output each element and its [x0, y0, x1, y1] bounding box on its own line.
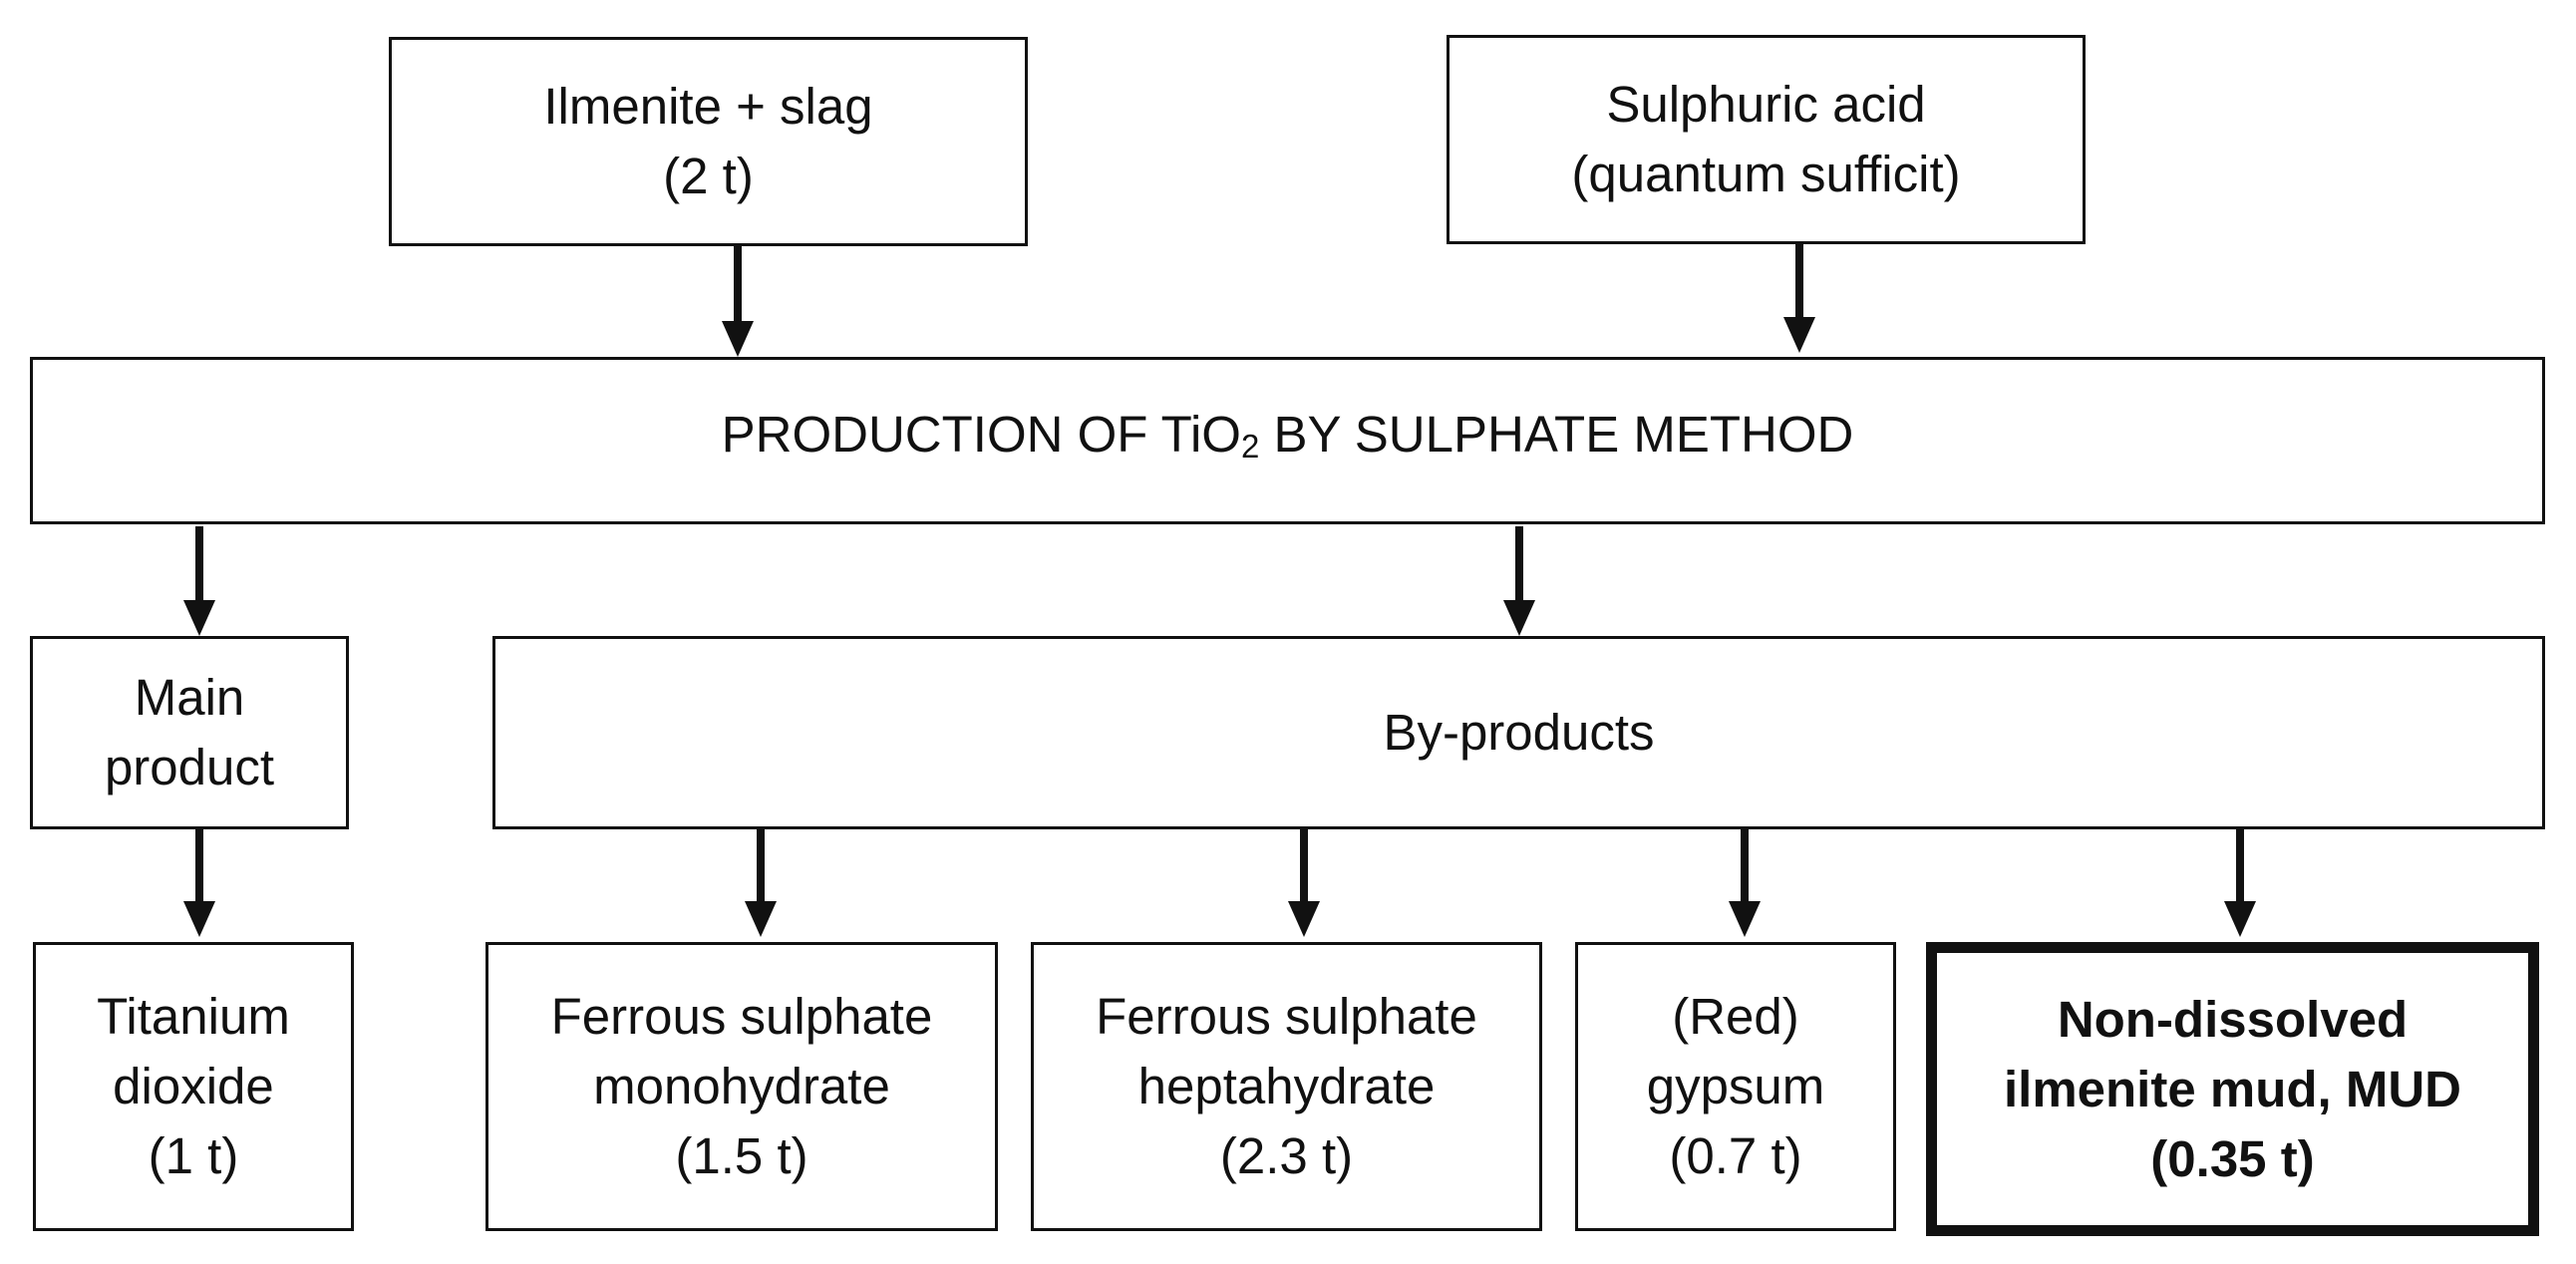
input-acid-quantity: (quantum sufficit) [1571, 146, 1961, 202]
output-gypsum-box: (Red) gypsum (0.7 t) [1575, 942, 1896, 1231]
output-heptahydrate-line1: Ferrous sulphate [1096, 988, 1477, 1045]
output-mud-box: Non-dissolved ilmenite mud, MUD (0.35 t) [1926, 942, 2539, 1236]
arrowhead-ore-to-process [722, 321, 754, 357]
arrowhead-process-to-byproducts [1503, 600, 1535, 636]
input-ore-quantity: (2 t) [663, 148, 754, 204]
output-monohydrate-box: Ferrous sulphate monohydrate (1.5 t) [485, 942, 998, 1231]
output-gypsum-line2: gypsum [1646, 1058, 1825, 1114]
process-title-suffix: BY SULPHATE METHOD [1259, 406, 1854, 463]
process-title: PRODUCTION OF TiO2 BY SULPHATE METHOD [722, 400, 1854, 481]
arrowhead-to-heptahydrate [1288, 901, 1320, 937]
process-title-subscript: 2 [1240, 428, 1260, 465]
arrowhead-to-monohydrate [745, 901, 777, 937]
byproducts-box: By-products [492, 636, 2545, 829]
output-gypsum-quantity: (0.7 t) [1669, 1127, 1802, 1184]
input-ore-name: Ilmenite + slag [543, 78, 873, 135]
output-mud-line1: Non-dissolved [2057, 990, 2409, 1048]
input-ilmenite-slag-box: Ilmenite + slag (2 t) [389, 37, 1028, 246]
arrowhead-to-gypsum [1729, 901, 1761, 937]
output-tio2-quantity: (1 t) [148, 1127, 239, 1184]
process-title-prefix: PRODUCTION OF TiO [721, 406, 1241, 463]
input-acid-name: Sulphuric acid [1606, 76, 1926, 133]
output-tio2-line2: dioxide [113, 1058, 274, 1114]
output-mud-line2: ilmenite mud, MUD [2003, 1060, 2462, 1117]
output-heptahydrate-box: Ferrous sulphate heptahydrate (2.3 t) [1031, 942, 1542, 1231]
output-monohydrate-line2: monohydrate [593, 1058, 890, 1114]
arrowhead-main-to-tio2 [183, 901, 215, 937]
output-tio2-line1: Titanium [97, 988, 290, 1045]
main-product-label-2: product [104, 739, 275, 795]
process-box: PRODUCTION OF TiO2 BY SULPHATE METHOD [30, 357, 2545, 524]
output-monohydrate-quantity: (1.5 t) [675, 1127, 808, 1184]
output-titanium-dioxide-box: Titanium dioxide (1 t) [33, 942, 354, 1231]
byproducts-label: By-products [1383, 704, 1655, 761]
output-heptahydrate-line2: heptahydrate [1137, 1058, 1436, 1114]
main-product-box: Main product [30, 636, 349, 829]
arrowhead-acid-to-process [1783, 317, 1815, 353]
arrowhead-to-mud [2224, 901, 2256, 937]
output-gypsum-line1: (Red) [1672, 988, 1799, 1045]
output-heptahydrate-quantity: (2.3 t) [1219, 1127, 1354, 1184]
main-product-label-1: Main [134, 669, 245, 726]
arrowhead-process-to-main [183, 600, 215, 636]
output-mud-quantity: (0.35 t) [2150, 1129, 2315, 1187]
input-sulphuric-acid-box: Sulphuric acid (quantum sufficit) [1447, 35, 2086, 244]
output-monohydrate-line1: Ferrous sulphate [550, 988, 933, 1045]
